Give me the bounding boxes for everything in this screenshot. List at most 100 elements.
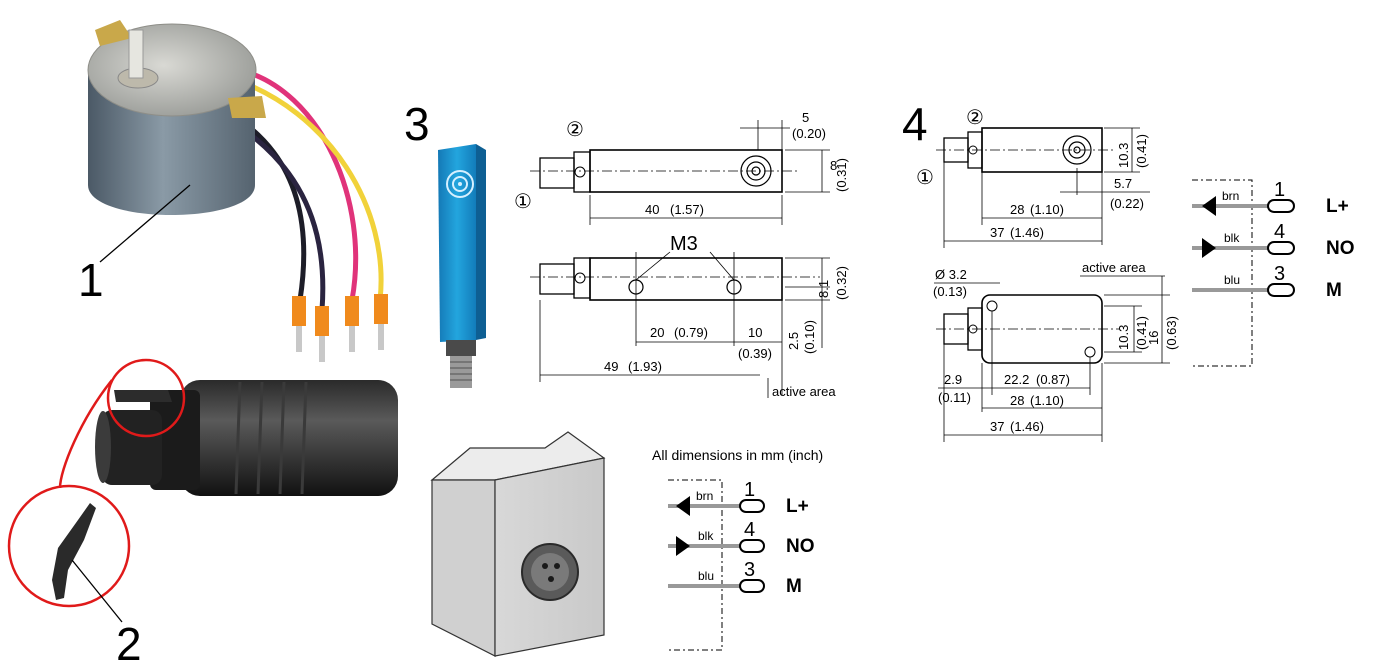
signal-label: L+ bbox=[786, 496, 809, 517]
wire-color: brn bbox=[1222, 189, 1239, 203]
wire-ferrules bbox=[292, 294, 388, 362]
active-area-3: active area bbox=[772, 384, 836, 399]
wire-row: blu 3 M bbox=[1192, 263, 1342, 301]
drawing-4: ② ① 10.3 (0.41) 5.7 (0.22) 28 (1.10) 37 … bbox=[916, 107, 1179, 442]
wire-row: blk 4 NO bbox=[668, 519, 815, 557]
dim-10-inch: (0.39) bbox=[738, 346, 772, 361]
signal-label: NO bbox=[1326, 238, 1355, 259]
dim4b-28-inch: (1.10) bbox=[1030, 393, 1064, 408]
dim-40-inch: (1.57) bbox=[670, 202, 704, 217]
dim-20: 20 bbox=[650, 325, 664, 340]
dim4b-37-inch: (1.46) bbox=[1010, 419, 1044, 434]
sensor-photo: 3 bbox=[404, 98, 486, 388]
panel-number-1: 1 bbox=[78, 254, 104, 306]
wire-color: blu bbox=[698, 569, 714, 583]
dim4-10-3-inch: (0.41) bbox=[1134, 134, 1149, 168]
latch-part bbox=[52, 503, 96, 600]
dim4-37-inch: (1.46) bbox=[1010, 225, 1044, 240]
sensor-side-view bbox=[589, 257, 783, 301]
dim-49: 49 bbox=[604, 359, 618, 374]
dim4-16-inch: (0.63) bbox=[1164, 316, 1179, 350]
dim-10: 10 bbox=[748, 325, 762, 340]
sensor-plug-thread bbox=[450, 356, 472, 388]
callout-1b: ① bbox=[916, 167, 934, 189]
motor-wire-pink bbox=[239, 67, 359, 301]
dim4-16: 16 bbox=[1146, 331, 1161, 345]
signal-label: NO bbox=[786, 536, 815, 557]
motor-tab-left bbox=[95, 20, 132, 46]
callout-1: ① bbox=[514, 191, 532, 213]
motor-wire-yellow bbox=[229, 75, 384, 301]
panel-number-3: 3 bbox=[404, 98, 430, 150]
signal-label: M bbox=[1326, 280, 1342, 301]
dim-20-inch: (0.79) bbox=[674, 325, 708, 340]
wire-color: blk bbox=[698, 529, 714, 543]
sensor-plug-collar bbox=[446, 340, 476, 356]
wire-row: brn 1 L+ bbox=[668, 479, 809, 517]
dim4b-10-3-inch: (0.41) bbox=[1134, 316, 1149, 350]
block-side bbox=[431, 479, 496, 657]
connector-photo: 2 bbox=[7, 358, 398, 662]
wiring-diagram-a: brn 1 L+ blk 4 NO blu 3 M bbox=[668, 479, 815, 651]
callout-2b: ② bbox=[966, 107, 984, 129]
dimensions-note: All dimensions in mm (inch) bbox=[652, 447, 823, 463]
dim4-28: 28 bbox=[1010, 202, 1024, 217]
wire-color: brn bbox=[696, 489, 713, 503]
pin-number: 4 bbox=[744, 519, 755, 541]
dim4-5-7: 5.7 bbox=[1114, 176, 1132, 191]
wiring-diagram-b: brn 1 L+ blk 4 NO blu 3 M bbox=[1192, 179, 1355, 367]
dim4-28-inch: (1.10) bbox=[1030, 202, 1064, 217]
dim-49-inch: (1.93) bbox=[628, 359, 662, 374]
dim-2-5-inch: (0.10) bbox=[802, 320, 817, 354]
wire-color: blu bbox=[1224, 273, 1240, 287]
pin-number: 3 bbox=[744, 559, 755, 581]
dim4-10-3: 10.3 bbox=[1116, 143, 1131, 168]
dim-5-inch: (0.20) bbox=[792, 126, 826, 141]
dim4-5-7-inch: (0.22) bbox=[1110, 196, 1144, 211]
pin-number: 4 bbox=[1274, 221, 1285, 243]
active-area-4: active area bbox=[1082, 260, 1146, 275]
wire-row: brn 1 L+ bbox=[1192, 179, 1349, 217]
callout-2: ② bbox=[566, 119, 584, 141]
dim-5: 5 bbox=[802, 110, 809, 125]
mounted-sensor-illustration bbox=[430, 431, 606, 657]
dim4b-10-3: 10.3 bbox=[1116, 325, 1131, 350]
dim4b-28: 28 bbox=[1010, 393, 1024, 408]
pin-number: 1 bbox=[744, 479, 755, 501]
motor-shaft bbox=[128, 29, 144, 79]
connector-stub-side bbox=[539, 263, 575, 295]
dim4-dia-inch: (0.13) bbox=[933, 284, 967, 299]
connector-head bbox=[102, 410, 162, 485]
panel-number-4: 4 bbox=[902, 98, 928, 150]
panel-number-2: 2 bbox=[116, 618, 142, 662]
pin-number: 3 bbox=[1274, 263, 1285, 285]
dim4-2-9: 2.9 bbox=[944, 372, 962, 387]
zoom-connector-line bbox=[58, 379, 113, 489]
pin-number: 1 bbox=[1274, 179, 1285, 201]
leader-1 bbox=[99, 184, 191, 263]
connector-nut bbox=[150, 390, 200, 490]
dim4-22-2: 22.2 bbox=[1004, 372, 1029, 387]
dim-40: 40 bbox=[645, 202, 659, 217]
cable-jacket bbox=[180, 380, 398, 496]
wire-row: blu 3 M bbox=[668, 559, 802, 597]
sensor-target-icon bbox=[446, 170, 474, 198]
dim-8-inch: (0.31) bbox=[834, 158, 849, 192]
dim-8: 8 bbox=[830, 158, 837, 173]
label-m3: M3 bbox=[670, 233, 698, 255]
dim4-2-9-inch: (0.11) bbox=[938, 390, 971, 405]
zoom-ring-small bbox=[106, 358, 186, 438]
dim-2-5: 2.5 bbox=[786, 332, 801, 350]
leader-2 bbox=[71, 559, 123, 623]
motor-tab-right bbox=[228, 96, 266, 118]
signal-label: L+ bbox=[1326, 196, 1349, 217]
dim4-dia: Ø 3.2 bbox=[935, 267, 967, 282]
dim-8-1: 8.1 bbox=[816, 280, 831, 298]
sensor-body bbox=[438, 144, 476, 342]
connector-latch bbox=[114, 390, 172, 402]
dim4-22-2-inch: (0.87) bbox=[1036, 372, 1070, 387]
zoom-ring-large bbox=[7, 484, 131, 608]
drawing-3: ② ① 5 (0.20) 8 (0.31) 40 (1.57) bbox=[514, 110, 849, 399]
wire-color: blk bbox=[1224, 231, 1240, 245]
